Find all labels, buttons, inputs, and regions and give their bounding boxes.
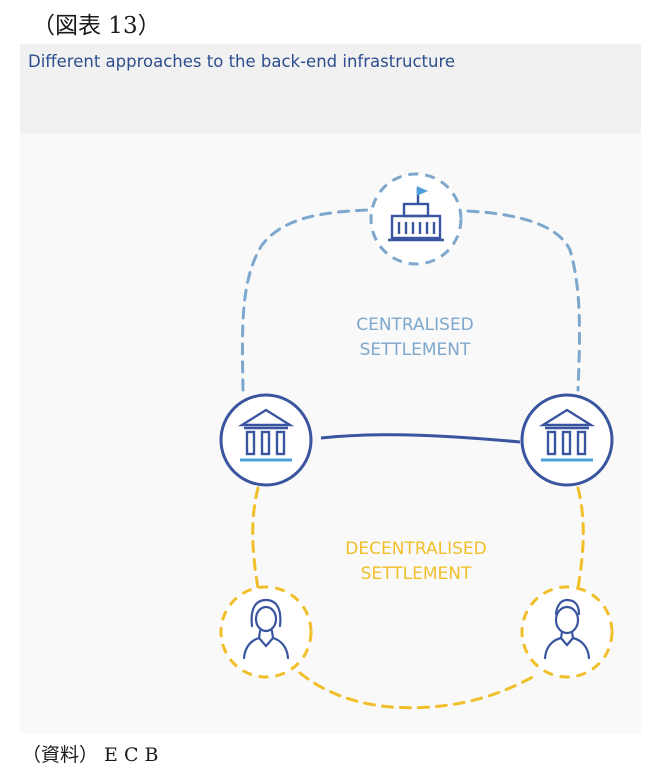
- bank-icon: [538, 408, 596, 462]
- centralised-label-line1: CENTRALISED: [356, 315, 474, 335]
- central-bank-node: [369, 172, 463, 266]
- diagram-title: Different approaches to the back-end inf…: [28, 52, 456, 71]
- woman-user-icon: [242, 598, 290, 660]
- decentralised-label-line1: DECENTRALISED: [345, 539, 486, 559]
- user-node-right: [520, 585, 614, 679]
- man-user-icon: [543, 598, 591, 660]
- central-bank-building-icon: [388, 186, 444, 242]
- figure-label: （図表 13）: [32, 13, 161, 39]
- source-caption: （資料） E C B: [22, 744, 159, 766]
- bank-node-left: [219, 393, 313, 487]
- decentralised-settlement-label: DECENTRALISED SETTLEMENT: [345, 539, 486, 584]
- user-node-left: [219, 585, 313, 679]
- centralised-label-line2: SETTLEMENT: [360, 340, 471, 360]
- bank-link: [320, 433, 521, 444]
- bank-icon: [237, 408, 295, 462]
- decentralised-links: [251, 486, 585, 710]
- centralised-settlement-label: CENTRALISED SETTLEMENT: [356, 315, 474, 360]
- panel-header: Different approaches to the back-end inf…: [20, 44, 641, 134]
- bank-node-right: [520, 393, 614, 487]
- decentralised-label-line2: SETTLEMENT: [361, 564, 472, 584]
- centralised-links: [240, 208, 581, 392]
